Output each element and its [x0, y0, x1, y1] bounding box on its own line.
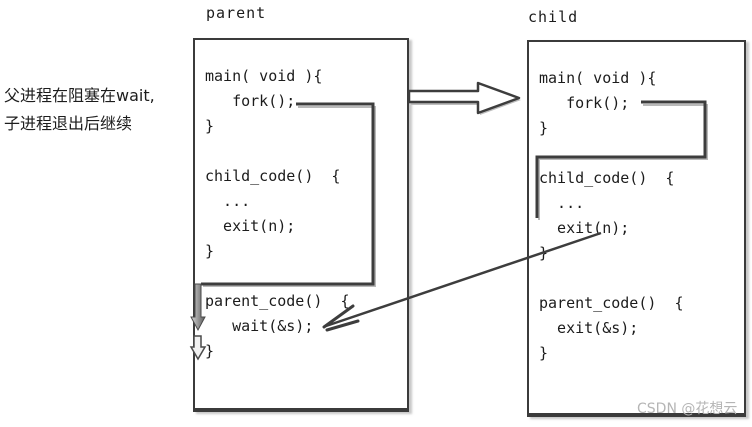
child-process-box: main( void ){ fork(); } child_code() { .… — [527, 40, 746, 417]
parent-code-block: main( void ){ fork(); } child_code() { .… — [205, 67, 350, 360]
annotation-line-1: 父进程在阻塞在wait, — [4, 86, 155, 105]
fork-arrow-shadow — [411, 86, 521, 115]
child-code-block: main( void ){ fork(); } child_code() { .… — [539, 69, 684, 362]
fork-arrow-icon — [407, 81, 521, 115]
annotation-line-2: 子进程退出后继续 — [4, 114, 133, 133]
parent-process-box: main( void ){ fork(); } child_code() { .… — [193, 38, 409, 412]
watermark: CSDN @花想云 — [637, 401, 738, 417]
child-panel-title: child — [528, 8, 579, 26]
parent-panel-title: parent — [206, 4, 267, 22]
annotation-text: 父进程在阻塞在wait, 子进程退出后继续 — [4, 82, 199, 138]
